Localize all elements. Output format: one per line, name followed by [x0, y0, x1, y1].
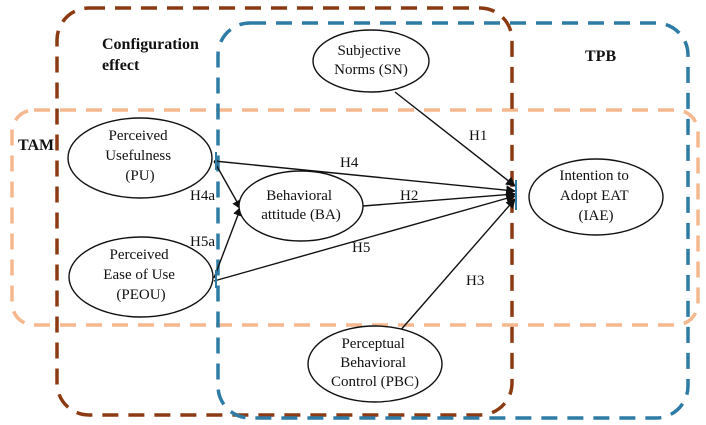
node-line: (PEOU) — [116, 287, 165, 303]
edge-h4a — [213, 160, 242, 210]
node-intention-to-adopt: Intention to Adopt EAT (IAE) — [528, 158, 664, 236]
edge-label-h4: H4 — [340, 155, 359, 171]
svg-text:Perceived Usefulness: Perceived Usefulness (PU) — [105, 128, 175, 184]
node-line: Subjective — [337, 43, 401, 59]
node-line: (IAE) — [579, 208, 614, 224]
tpb-group-box — [216, 21, 690, 420]
node-behavioral-attitude: Behavioral attitude (BA) — [238, 170, 364, 242]
configuration-effect-group-box — [55, 6, 514, 417]
node-subjective-norms: Subjective Norms (SN) — [312, 29, 430, 93]
node-perceived-ease-of-use: Perceived Ease of Use (PEOU) — [68, 236, 214, 318]
tam-group-box — [10, 108, 700, 327]
edge-label-h5a: H5a — [190, 234, 215, 250]
svg-text:Subjective Norms (SN): Subjective Norms (SN) — [334, 43, 408, 78]
edge-h5a — [213, 206, 243, 279]
svg-text:Intention to Adopt EAT: Intention to Adopt EAT (IAE) — [559, 168, 632, 224]
tam-label: TAM — [18, 137, 54, 154]
edge-h1 — [394, 91, 516, 187]
node-line: Ease of Use — [103, 267, 175, 283]
node-line: Perceived — [110, 247, 170, 263]
edge-label-h3: H3 — [466, 273, 484, 289]
node-line: Control (PBC) — [331, 374, 419, 390]
node-perceived-usefulness: Perceived Usefulness (PU) — [67, 117, 213, 199]
edge-label-h5: H5 — [352, 240, 370, 256]
node-line: Behavioral — [340, 355, 406, 371]
node-line: attitude (BA) — [261, 207, 341, 223]
edge-label-h4a: H4a — [190, 188, 215, 204]
node-line: Adopt EAT — [560, 188, 629, 204]
tpb-label: TPB — [585, 48, 616, 65]
edge-h2 — [362, 189, 516, 207]
node-line: Perceptual — [341, 336, 404, 352]
svg-text:Perceptual Behavioral: Perceptual Behavioral Control (PBC) — [331, 336, 419, 390]
node-line: Intention to — [559, 168, 629, 184]
edge-h3 — [391, 198, 516, 341]
effect-label-line: effect — [102, 57, 140, 74]
node-line: Perceived — [109, 128, 169, 144]
edge-h4 — [213, 160, 516, 196]
node-line: Usefulness — [105, 148, 171, 164]
edge-label-h2: H2 — [400, 188, 418, 204]
svg-text:Behavioral attitude (BA): Behavioral attitude (BA) — [261, 188, 341, 223]
configuration-label-line: Configuration — [102, 36, 199, 53]
configuration-effect-label: Configuration effect — [102, 36, 203, 74]
node-perceptual-behavioral-control: Perceptual Behavioral Control (PBC) — [307, 325, 443, 403]
node-line: Behavioral — [266, 188, 332, 204]
edge-label-h1: H1 — [469, 128, 487, 144]
svg-text:Perceived Ease of Use: Perceived Ease of Use (PEOU) — [103, 247, 178, 303]
node-line: Norms (SN) — [334, 62, 408, 78]
node-line: (PU) — [125, 168, 154, 184]
edge-h5 — [213, 193, 516, 282]
